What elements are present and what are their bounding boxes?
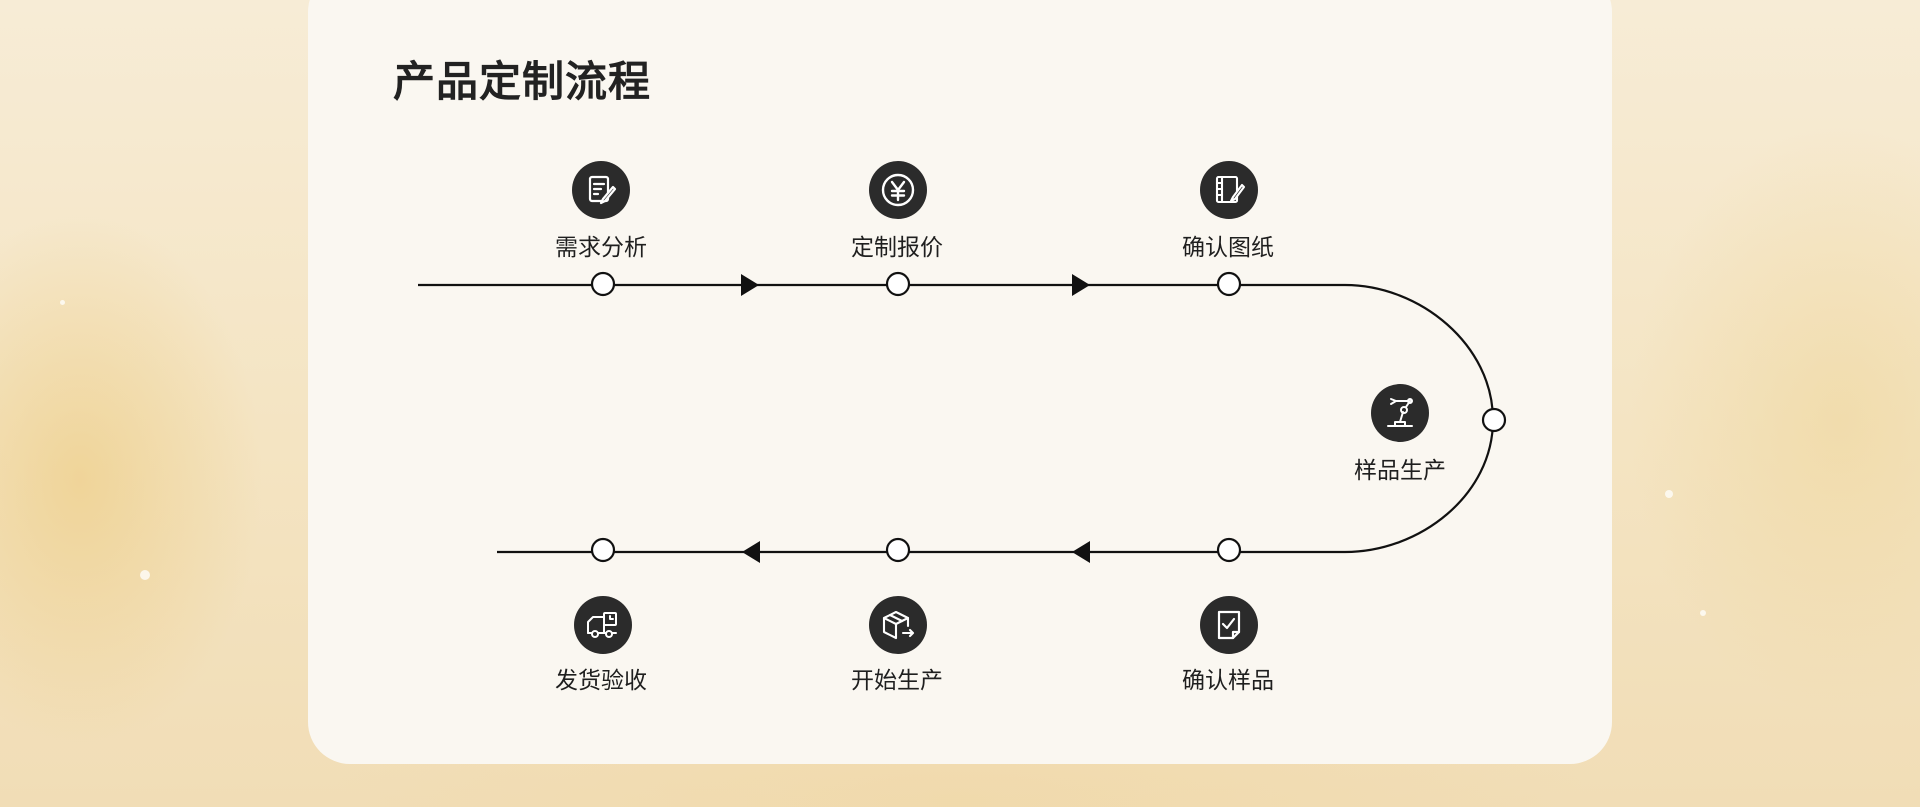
arrow-right (1072, 274, 1090, 296)
sparkle (1700, 610, 1706, 616)
sparkle (1665, 490, 1673, 498)
node-step-2 (885, 271, 911, 297)
flow-path (418, 283, 1495, 554)
step-label-2: 定制报价 (851, 235, 943, 261)
arrow-left (742, 541, 760, 563)
document-edit-icon (572, 161, 630, 219)
arrow-left (1072, 541, 1090, 563)
drawing-blueprint-icon (1200, 161, 1258, 219)
step-label-5: 确认样品 (1182, 668, 1274, 694)
process-card (308, 0, 1612, 764)
node-step-6 (885, 537, 911, 563)
step-label-3: 确认图纸 (1182, 235, 1274, 261)
step-label-1: 需求分析 (555, 235, 647, 261)
node-step-7 (590, 537, 616, 563)
sparkle (140, 570, 150, 580)
arrow-right (741, 274, 759, 296)
delivery-truck-icon (574, 596, 632, 654)
sparkle (60, 300, 65, 305)
page-title: 产品定制流程 (393, 57, 652, 106)
step-label-7: 发货验收 (555, 668, 647, 694)
node-step-1 (590, 271, 616, 297)
node-step-5 (1216, 537, 1242, 563)
step-label-6: 开始生产 (851, 668, 943, 694)
node-step-4 (1481, 407, 1507, 433)
node-step-3 (1216, 271, 1242, 297)
robotic-arm-icon (1371, 384, 1429, 442)
step-label-4: 样品生产 (1354, 458, 1446, 484)
document-check-icon (1200, 596, 1258, 654)
box-icon (869, 596, 927, 654)
yen-coin-icon (869, 161, 927, 219)
